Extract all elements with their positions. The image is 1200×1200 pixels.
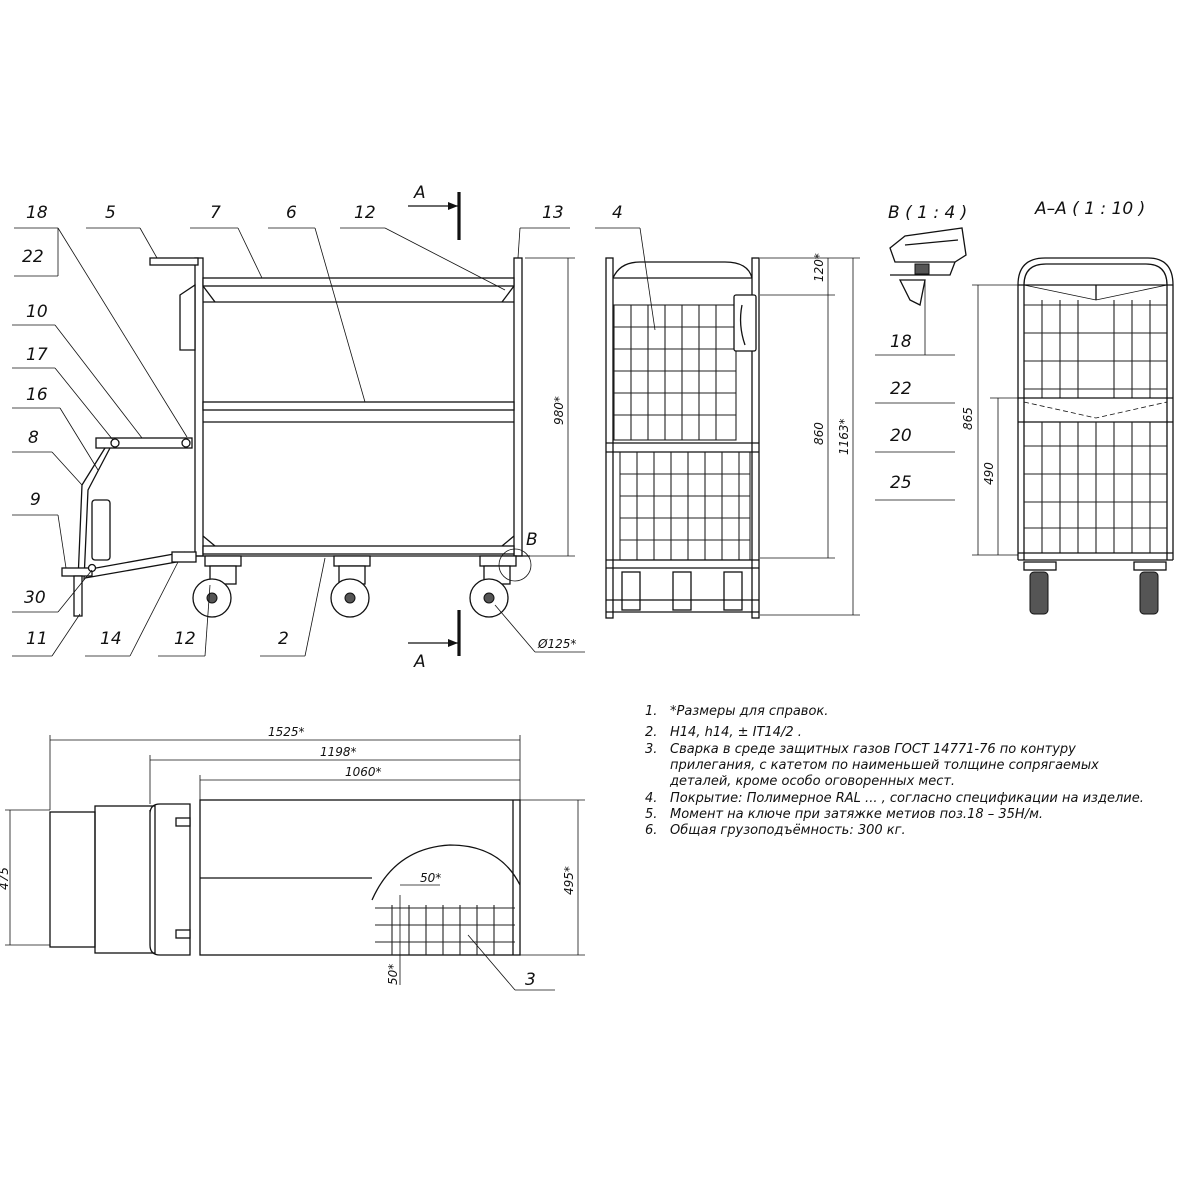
front-right-post — [513, 257, 523, 557]
front-callouts-bottom: 14 12 2 — [85, 557, 326, 657]
dim-495: 495* — [562, 866, 576, 895]
plan-callout-3: 3 — [525, 970, 536, 990]
svg-text:Общая грузоподъёмность: 300 кг: Общая грузоподъёмность: 300 кг. — [670, 823, 906, 838]
dim-490: 490 — [982, 462, 996, 485]
dim-475: 475 — [0, 867, 11, 890]
svg-text:11: 11 — [26, 629, 48, 649]
svg-text:17: 17 — [26, 345, 48, 365]
svg-text:1.: 1. — [645, 704, 657, 719]
front-view: B A A 980* Ø125* 18 22 5 — [12, 183, 585, 672]
svg-text:Покрытие: Полимерное RAL ... ,: Покрытие: Полимерное RAL ... , согласно … — [670, 791, 1144, 806]
wheel-left — [192, 555, 242, 618]
svg-text:деталей, кроме особо оговоренн: деталей, кроме особо оговоренных мест. — [669, 774, 955, 789]
middle-shelf-rail — [202, 401, 515, 411]
dim-980: 980* — [552, 396, 566, 425]
svg-text:Сварка в среде защитных газов: Сварка в среде защитных газов ГОСТ 14771… — [670, 742, 1076, 757]
front-callouts-top: 18 22 5 7 6 12 13 — [14, 203, 570, 438]
svg-text:5: 5 — [105, 203, 116, 223]
section-aa-title: A–A ( 1 : 10 ) — [1034, 199, 1145, 219]
top-shelf-rail — [202, 277, 515, 287]
plan-view: 50* 50* 3 1525* 1198* 1060* 475 495* — [0, 725, 585, 991]
side-lower-grid — [619, 451, 751, 561]
svg-text:18: 18 — [890, 332, 912, 352]
svg-text:5.: 5. — [645, 807, 657, 822]
svg-text:13: 13 — [542, 203, 564, 223]
svg-text:6.: 6. — [645, 823, 657, 838]
svg-text:22: 22 — [22, 247, 44, 267]
detail-b-title: B ( 1 : 4 ) — [888, 203, 967, 223]
side-callout-4: 4 — [612, 203, 623, 223]
svg-text:7: 7 — [210, 203, 221, 223]
svg-text:12: 12 — [354, 203, 376, 223]
plan-handle — [49, 811, 96, 948]
bottom-shelf-rail — [202, 545, 515, 555]
svg-text:30: 30 — [24, 588, 46, 608]
svg-text:2: 2 — [278, 629, 289, 649]
svg-text:25: 25 — [890, 473, 912, 493]
front-left-post — [194, 257, 204, 557]
dim-120: 120* — [812, 253, 826, 282]
push-bar — [95, 437, 193, 449]
svg-text:6: 6 — [286, 203, 297, 223]
svg-text:16: 16 — [26, 385, 48, 405]
svg-text:H14, h14, ± IT14/2 .: H14, h14, ± IT14/2 . — [670, 725, 802, 740]
detail-b: B ( 1 : 4 ) 18 22 20 25 — [875, 203, 967, 501]
side-view: 4 120* 860 1163* — [595, 203, 860, 619]
handle-bar — [149, 257, 199, 266]
dim-860: 860 — [812, 422, 826, 445]
aa-lower-grid — [1024, 422, 1167, 553]
svg-text:20: 20 — [890, 426, 912, 446]
detail-b-mark: B — [526, 530, 538, 550]
aa-upper-grid — [1024, 300, 1167, 398]
dim-1198: 1198* — [320, 745, 357, 759]
section-aa: A–A ( 1 : 10 ) — [961, 199, 1174, 615]
dim-1060: 1060* — [345, 765, 382, 779]
svg-text:3.: 3. — [645, 742, 657, 757]
dim-1525: 1525* — [268, 725, 305, 739]
svg-text:18: 18 — [26, 203, 48, 223]
section-mark-top: A — [413, 183, 426, 203]
dim-cell-w: 50* — [420, 871, 441, 885]
tow-bracket — [91, 499, 111, 561]
wheel-middle — [330, 555, 371, 618]
dim-865: 865 — [961, 407, 975, 430]
svg-text:14: 14 — [100, 629, 122, 649]
wheel-right — [469, 555, 517, 618]
detail-b-circle — [498, 548, 532, 582]
svg-text:9: 9 — [30, 490, 41, 510]
side-pocket — [179, 283, 196, 351]
side-upper-grid — [613, 304, 737, 441]
svg-text:Момент на ключе при затяжке ме: Момент на ключе при затяжке метиов поз.1… — [670, 807, 1043, 822]
side-bracket — [733, 294, 757, 352]
front-callouts-left: 10 17 16 8 9 30 11 — [12, 302, 143, 657]
plan-grid — [375, 905, 515, 955]
svg-text:прилегания, с катетом по наим: прилегания, с катетом по наименьшей толщ… — [670, 758, 1099, 773]
svg-text:8: 8 — [28, 428, 39, 448]
svg-text:4.: 4. — [645, 791, 657, 806]
svg-text:*Размеры для справок.: *Размеры для справок. — [670, 704, 828, 719]
dim-cell-h: 50* — [386, 964, 400, 985]
section-mark-bottom: A — [413, 652, 426, 672]
dim-wheel: Ø125* — [537, 637, 576, 651]
tow-hitch — [61, 567, 93, 577]
dim-1163: 1163* — [837, 418, 851, 455]
technical-notes: 1. *Размеры для справок. 2. H14, h14, ± … — [645, 704, 1144, 838]
svg-text:2.: 2. — [645, 725, 657, 740]
svg-text:10: 10 — [26, 302, 48, 322]
svg-text:22: 22 — [890, 379, 912, 399]
svg-text:12: 12 — [174, 629, 196, 649]
